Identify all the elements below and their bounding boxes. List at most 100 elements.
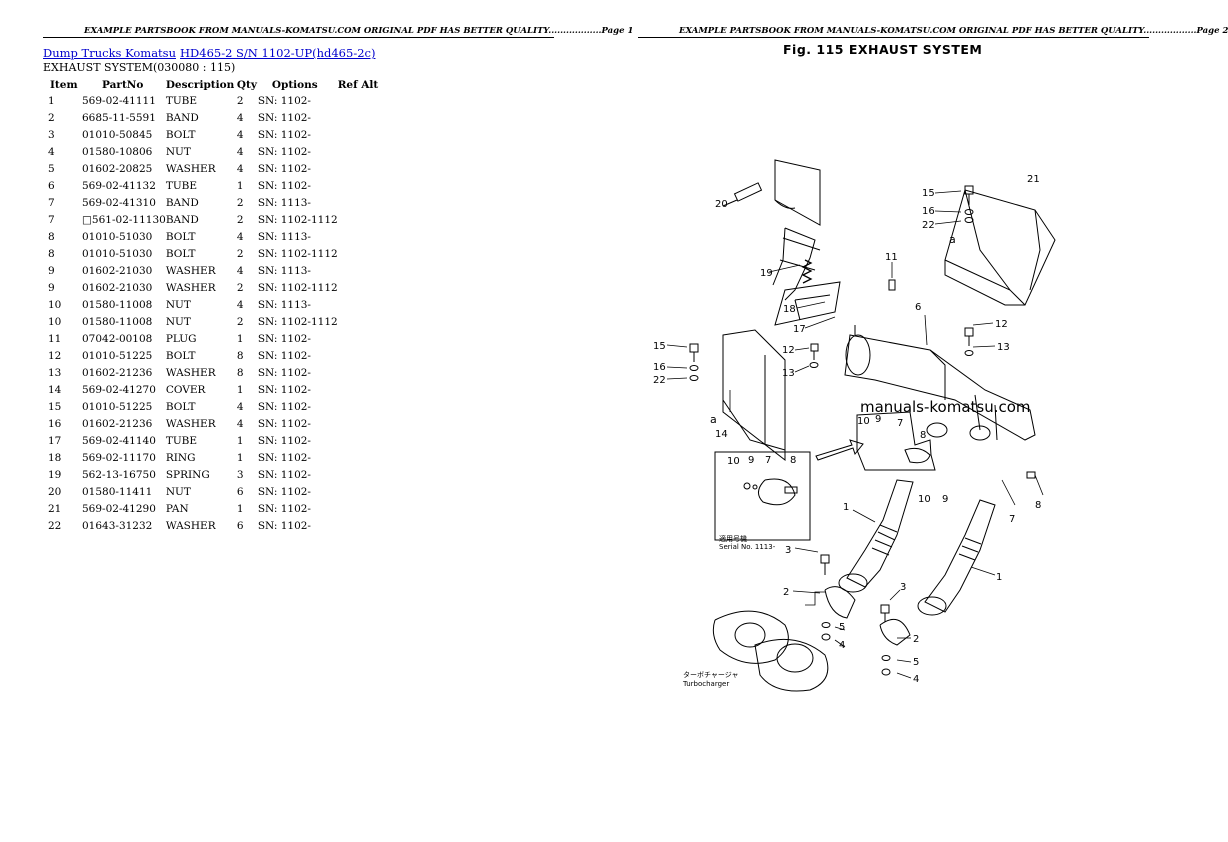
cell-qty: 2 xyxy=(236,214,244,226)
diagram-tube-17 xyxy=(772,159,821,301)
cell-qty: 6 xyxy=(236,520,244,532)
cell-options: SN: 1102-1112 xyxy=(257,316,338,328)
cell-item: 21 xyxy=(48,503,62,515)
cell-description: BOLT xyxy=(165,231,196,243)
cell-qty: 4 xyxy=(236,231,244,243)
cell-partno: 569-02-41270 xyxy=(82,384,156,396)
cell-ref-alt xyxy=(338,433,388,450)
cell-item: 22 xyxy=(48,520,62,532)
cell-item: 3 xyxy=(48,129,55,141)
cell-partno: 01010-50845 xyxy=(82,129,153,141)
cell-item: 2 xyxy=(48,112,55,124)
inset-caption-jp: 適用号機 xyxy=(719,534,747,543)
cell-qty: 4 xyxy=(236,129,244,141)
cell-item: 14 xyxy=(48,384,62,396)
cell-partno: 569-02-41111 xyxy=(82,95,156,107)
svg-text:17: 17 xyxy=(793,324,806,335)
diagram-callouts: 15 16 22 12 13 12 13 15 16 22 21 11 6 17… xyxy=(653,174,1041,685)
cell-options: SN: 1102- xyxy=(257,418,311,430)
cell-options: SN: 1102- xyxy=(257,452,311,464)
col-header-description: Description xyxy=(165,79,235,91)
cell-description: WASHER xyxy=(165,418,216,430)
diagram-band-2-right xyxy=(879,618,911,646)
diagram-inset-right xyxy=(856,411,936,471)
cell-options: SN: 1102- xyxy=(257,129,311,141)
cell-ref-alt xyxy=(338,467,388,484)
svg-text:9: 9 xyxy=(875,414,881,425)
diagram-leader-lines xyxy=(666,190,1044,679)
cell-item: 7 xyxy=(48,197,55,209)
cell-partno: 01010-51030 xyxy=(82,248,153,260)
svg-text:22: 22 xyxy=(653,375,666,386)
cell-ref-alt xyxy=(338,263,388,280)
watermark: manuals-komatsu.com xyxy=(860,398,1031,416)
cell-item: 19 xyxy=(48,469,62,481)
diagram-band-2-left xyxy=(824,586,856,619)
cell-qty: 6 xyxy=(236,486,244,498)
col-header-ref-alt: Ref Alt xyxy=(337,79,379,91)
cell-ref-alt xyxy=(338,212,388,229)
cell-qty: 1 xyxy=(236,384,244,396)
cell-ref-alt xyxy=(338,416,388,433)
cell-options: SN: 1102- xyxy=(257,384,311,396)
cell-qty: 4 xyxy=(236,299,244,311)
svg-text:1: 1 xyxy=(843,502,849,513)
svg-text:6: 6 xyxy=(915,302,921,313)
svg-text:20: 20 xyxy=(715,199,728,210)
parts-list-page: EXAMPLE PARTSBOOK FROM MANUALS-KOMATSU.C… xyxy=(0,0,633,842)
cell-options: SN: 1102- xyxy=(257,180,311,192)
svg-text:10: 10 xyxy=(727,456,740,467)
cell-ref-alt xyxy=(338,450,388,467)
cell-item: 17 xyxy=(48,435,62,447)
cell-item: 13 xyxy=(48,367,62,379)
cell-partno: 6685-11-5591 xyxy=(82,112,156,124)
cell-description: WASHER xyxy=(165,282,216,294)
cell-ref-alt xyxy=(338,93,388,110)
cell-partno: 01580-11008 xyxy=(82,316,153,328)
cell-partno: 01010-51225 xyxy=(82,350,153,362)
cell-description: BOLT xyxy=(165,129,196,141)
svg-text:10: 10 xyxy=(857,416,870,427)
svg-text:4: 4 xyxy=(913,674,919,685)
svg-text:11: 11 xyxy=(885,252,898,263)
cell-description: RING xyxy=(165,452,196,464)
svg-text:19: 19 xyxy=(760,268,773,279)
cell-description: PLUG xyxy=(165,333,197,345)
table-header-row: Item PartNo Description Qty Options Ref … xyxy=(44,77,388,93)
cell-description: BAND xyxy=(165,112,199,124)
svg-text:16: 16 xyxy=(922,206,935,217)
cell-item: 10 xyxy=(48,316,62,328)
cell-options: SN: 1113- xyxy=(257,231,311,243)
breadcrumb-link-dump-trucks[interactable]: Dump Trucks Komatsu xyxy=(43,46,176,60)
cell-item: 16 xyxy=(48,418,62,430)
cell-description: WASHER xyxy=(165,367,216,379)
inset-caption: Serial No. 1113- xyxy=(719,543,776,551)
col-header-qty: Qty xyxy=(236,79,257,91)
cell-item: 5 xyxy=(48,163,55,175)
breadcrumb-link-model[interactable]: HD465-2 S/N 1102-UP(hd465-2c) xyxy=(180,46,376,60)
svg-text:14: 14 xyxy=(715,429,728,440)
cell-options: SN: 1102- xyxy=(257,95,311,107)
cell-partno: 01602-21236 xyxy=(82,418,153,430)
cell-description: COVER xyxy=(165,384,206,396)
cell-options: SN: 1113- xyxy=(257,299,311,311)
cell-ref-alt xyxy=(338,501,388,518)
cell-item: 7 xyxy=(48,214,55,226)
cell-description: BOLT xyxy=(165,248,196,260)
cell-options: SN: 1113- xyxy=(257,265,311,277)
figure-title: Fig. 115 EXHAUST SYSTEM xyxy=(783,42,983,57)
diagram-pipe-1-left xyxy=(838,479,914,593)
cell-partno: 01602-21236 xyxy=(82,367,153,379)
cell-options: SN: 1102- xyxy=(257,146,311,158)
cell-description: TUBE xyxy=(165,180,198,192)
cell-partno: 01602-20825 xyxy=(82,163,153,175)
